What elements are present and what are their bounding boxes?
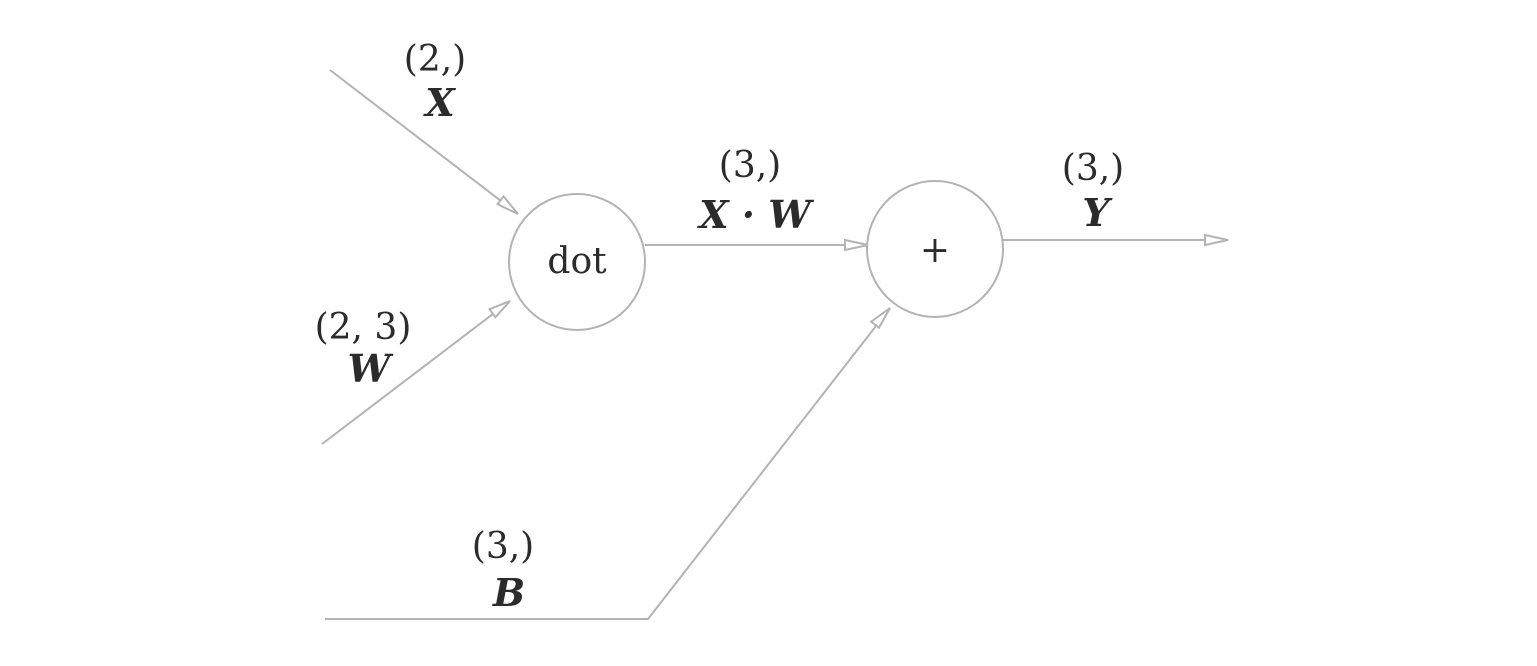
edge-xw-variable-label: X · W — [697, 192, 814, 237]
edge-b-shape-label: (3,) — [472, 526, 534, 567]
edge-w-arrowhead — [487, 300, 511, 319]
edge-y-arrowhead — [1204, 233, 1229, 247]
edge-w-line — [321, 300, 511, 445]
edge-x-shape-label: (2,) — [404, 39, 466, 80]
edge-y-variable-label: Y — [1082, 190, 1113, 235]
edge-y-shape-label: (3,) — [1062, 148, 1124, 189]
node-dot-label: dot — [547, 241, 607, 282]
edge-xw-arrowhead — [844, 238, 869, 252]
edge-w-variable-label: W — [348, 346, 394, 391]
edge-b-line — [325, 307, 891, 620]
edge-x — [329, 69, 519, 215]
edge-x-variable-label: X — [423, 80, 456, 125]
edge-x-arrowhead — [496, 194, 519, 215]
edge-b-arrowhead — [869, 307, 891, 330]
edge-y — [1003, 233, 1229, 247]
edge-w-shape-label: (2, 3) — [315, 307, 412, 348]
edge-w — [321, 300, 511, 445]
node-add-circle — [866, 180, 1004, 318]
edge-b — [325, 307, 891, 620]
node-add: + — [866, 180, 1004, 318]
edge-xw — [645, 238, 869, 252]
edge-b-variable-label: B — [492, 570, 525, 615]
edge-x-line — [329, 69, 519, 215]
node-add-label: + — [920, 230, 950, 271]
node-dot-circle — [508, 193, 646, 331]
node-dot: dot — [508, 193, 646, 331]
edge-xw-shape-label: (3,) — [719, 145, 781, 186]
